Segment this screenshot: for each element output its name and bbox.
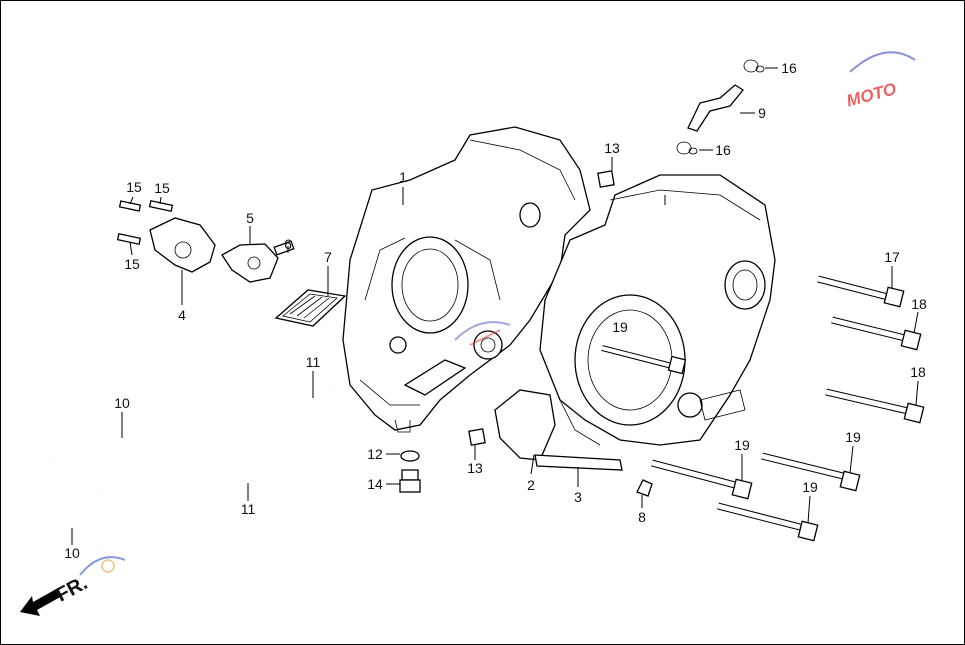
callout-11a: 11: [306, 354, 321, 370]
breather-hose: [687, 84, 744, 132]
callout-19b: 19: [734, 437, 750, 453]
callout-10a: 10: [114, 395, 130, 411]
callout-2: 2: [527, 477, 535, 493]
clip-8: [636, 479, 653, 497]
bolts-15: [116, 200, 174, 245]
dowel-pin: [273, 240, 295, 256]
callout-16b: 16: [715, 142, 731, 158]
callout-15a: 15: [126, 179, 142, 195]
callout-8: 8: [638, 509, 646, 525]
callout-17: 17: [884, 249, 900, 265]
callout-7: 7: [324, 249, 332, 265]
callout-12: 12: [367, 446, 383, 462]
bracket-rod: [534, 454, 623, 471]
callout-9: 9: [758, 105, 766, 121]
watermark-bottom-left: [79, 556, 126, 576]
callout-15c: 15: [124, 256, 140, 272]
callout-19a: 19: [612, 319, 628, 335]
washer-12: [400, 450, 420, 462]
front-label: FR.: [53, 572, 92, 607]
callout-3: 3: [574, 489, 582, 505]
callout-19d: 19: [802, 479, 818, 495]
callout-19c: 19: [845, 429, 861, 445]
leader-lines: [71, 67, 919, 545]
right-crankcase: [539, 174, 776, 446]
callout-14: 14: [367, 476, 383, 492]
callout-10b: 10: [64, 545, 80, 561]
callout-4: 4: [178, 307, 186, 323]
pump-cover: [221, 243, 279, 283]
dowel-13-lower: [468, 428, 486, 446]
callout-1: 1: [399, 169, 407, 185]
callout-11b: 11: [241, 501, 256, 517]
gasket-plate: [494, 389, 556, 461]
callout-16a: 16: [781, 60, 797, 76]
bolts-17-18-19: [601, 275, 925, 542]
left-crankcase: [342, 126, 591, 433]
callout-18b: 18: [910, 364, 926, 380]
oil-pump: [149, 217, 216, 273]
plug-14: [399, 469, 421, 493]
callout-labels: 1 2 3 4 5 6 7 8 9 10 10 11 11 12 13 13 1…: [64, 60, 927, 561]
oil-strainer: [274, 289, 347, 327]
callout-5: 5: [246, 210, 254, 226]
watermark-text: MOTO: [844, 79, 898, 110]
watermark-top-right: MOTO: [844, 51, 916, 111]
dowel-13-upper: [597, 170, 615, 188]
callout-18a: 18: [911, 296, 927, 312]
callout-6: 6: [284, 236, 292, 252]
front-arrow-icon: [20, 588, 62, 616]
studs-10-11: [46, 365, 332, 551]
callout-13b: 13: [604, 140, 620, 156]
front-direction-marker: FR.: [20, 572, 91, 616]
callout-15b: 15: [154, 180, 170, 196]
callout-13a: 13: [467, 460, 483, 476]
watermark-center: [454, 321, 511, 346]
